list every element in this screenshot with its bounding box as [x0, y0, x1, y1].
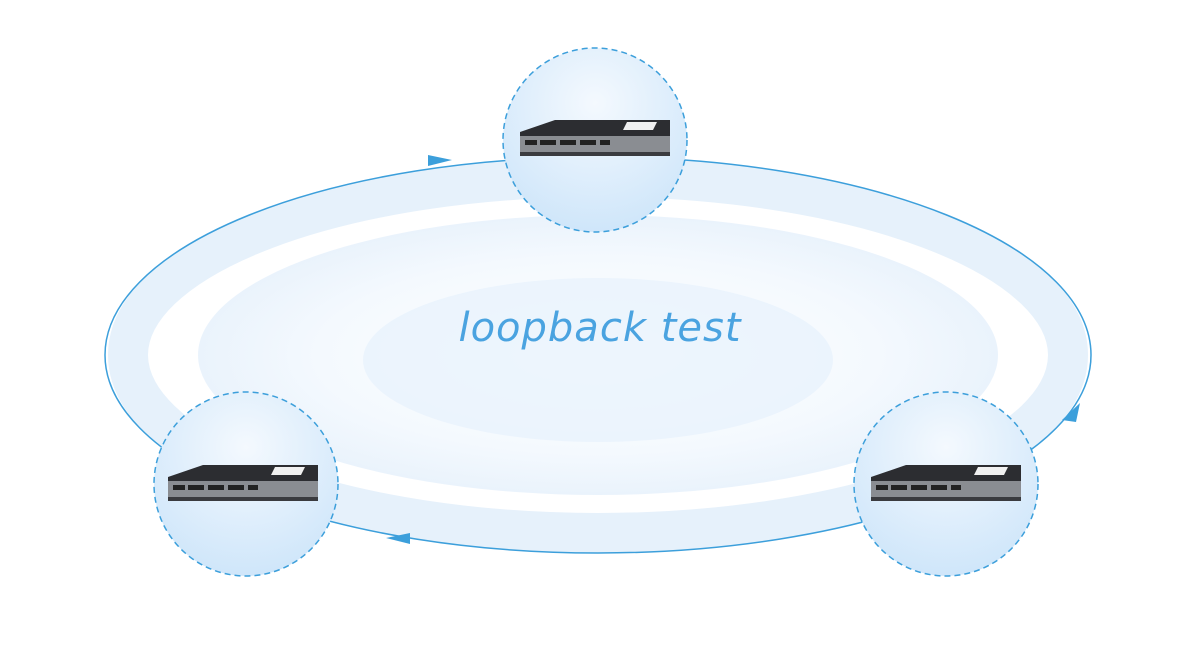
node-right [853, 391, 1039, 577]
network-switch-icon [520, 120, 670, 156]
arrow-icon [1062, 403, 1080, 422]
arrow-icon [428, 155, 452, 166]
diagram-title: loopback test [458, 305, 742, 351]
node-left [153, 391, 339, 577]
node-top [502, 47, 688, 233]
network-switch-icon [871, 465, 1021, 501]
arrow-icon [386, 533, 410, 544]
network-switch-icon [168, 465, 318, 501]
